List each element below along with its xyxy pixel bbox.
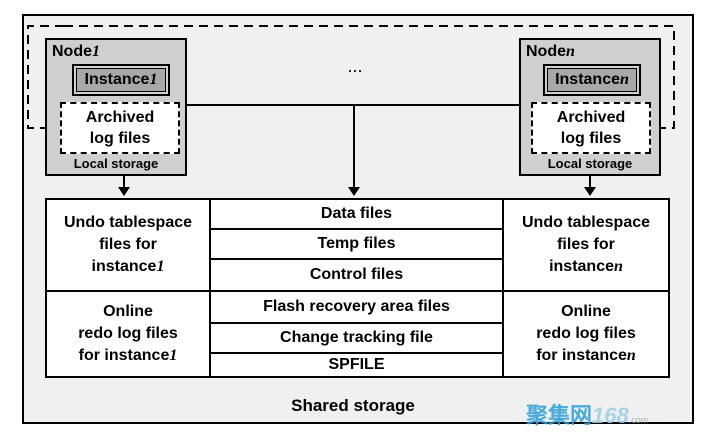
noden-connector-line [589,174,591,190]
data-files: Data files [209,198,504,230]
node-n-title: Noden [526,43,575,60]
temp-files: Temp files [209,228,504,260]
node1-connector-line [123,174,125,190]
watermark-logo: 聚集网168.com [526,403,649,428]
spfile: SPFILE [209,352,504,378]
ellipsis: ... [347,56,363,76]
interconnect-line [185,104,519,106]
local-storage-label-1: Local storage [73,156,159,171]
local-storage-label-n: Local storage [547,156,633,171]
control-files: Control files [209,258,504,292]
arrow-down-icon [348,187,360,196]
arrow-down-icon [118,187,130,196]
arrow-down-icon [584,187,596,196]
change-tracking-file: Change tracking file [209,322,504,354]
shared-storage-label: Shared storage [291,396,415,415]
node-1-title: Node1 [52,43,100,60]
center-connector-line [353,104,355,190]
flash-recovery-area-files: Flash recovery area files [209,290,504,324]
